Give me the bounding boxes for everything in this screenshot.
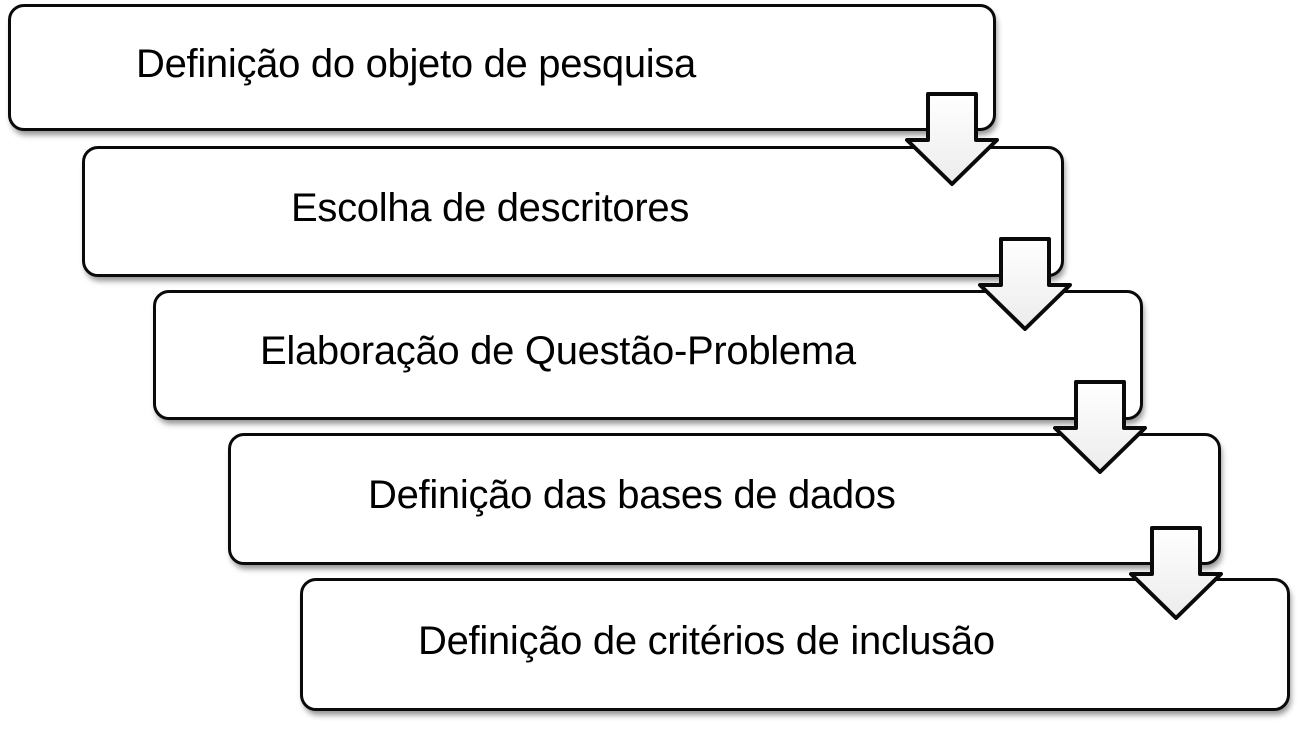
step-label-5: Definição de critérios de inclusão bbox=[418, 618, 995, 663]
step-box-1: Definição do objeto de pesquisa bbox=[8, 4, 996, 131]
step-box-5: Definição de critérios de inclusão bbox=[300, 578, 1290, 711]
step-label-2: Escolha de descritores bbox=[291, 185, 690, 230]
down-block-arrow-icon bbox=[905, 92, 999, 186]
step-box-3: Elaboração de Questão-Problema bbox=[153, 290, 1143, 420]
step-box-2: Escolha de descritores bbox=[82, 146, 1064, 277]
step-label-4: Definição das bases de dados bbox=[368, 473, 896, 517]
step-label-1: Definição do objeto de pesquisa bbox=[136, 41, 696, 86]
down-block-arrow-icon bbox=[1129, 526, 1223, 620]
step-label-3: Elaboração de Questão-Problema bbox=[260, 329, 856, 373]
step-box-4: Definição das bases de dados bbox=[228, 433, 1221, 565]
down-block-arrow-icon bbox=[1053, 380, 1147, 474]
down-block-arrow-icon bbox=[978, 237, 1072, 331]
